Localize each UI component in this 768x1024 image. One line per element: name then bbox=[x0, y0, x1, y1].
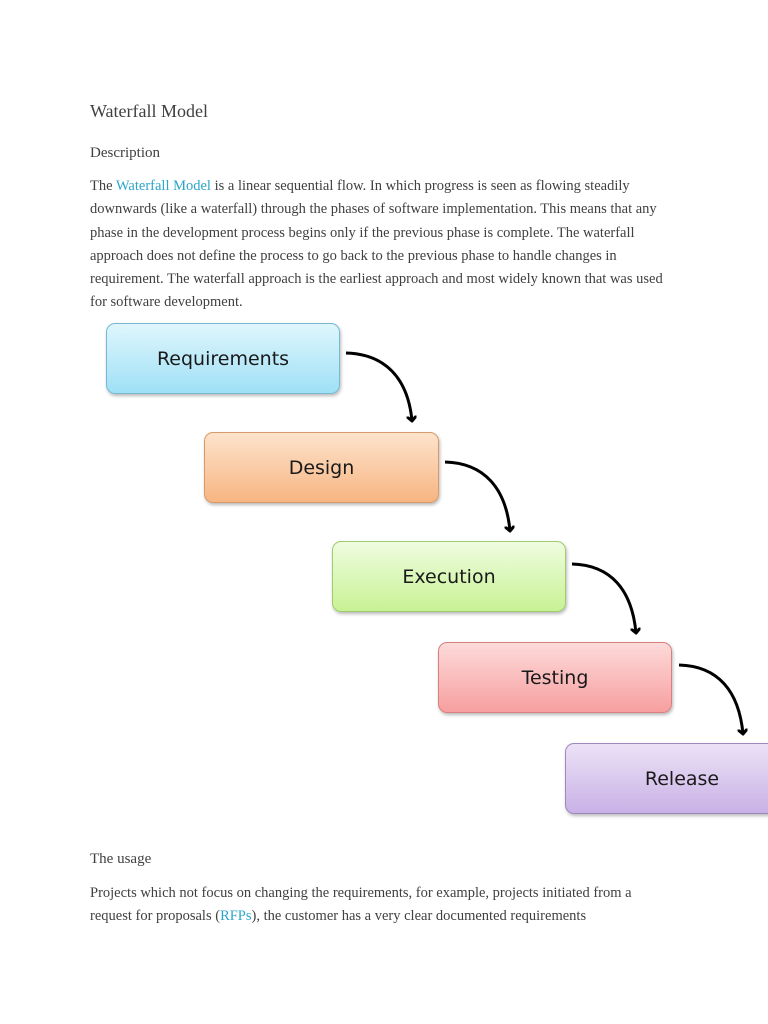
usage-text-start: Projects which not focus on changing the… bbox=[90, 885, 632, 925]
waterfall-model-link[interactable]: Waterfall Model bbox=[115, 178, 211, 194]
step-testing: Testing bbox=[438, 642, 672, 713]
step-label: Testing bbox=[521, 666, 589, 689]
description-heading: Description bbox=[90, 145, 160, 161]
step-label: Release bbox=[644, 767, 720, 790]
step-release: Release bbox=[565, 743, 768, 814]
flow-arrows bbox=[345, 351, 768, 824]
flow-arrow-4 bbox=[678, 663, 743, 734]
step-label: Design bbox=[288, 456, 355, 479]
step-requirements: Requirements bbox=[106, 323, 340, 394]
step-label: Execution bbox=[402, 565, 496, 588]
document-title: Waterfall Model bbox=[90, 101, 209, 121]
step-label: Requirements bbox=[156, 347, 290, 370]
description-text-rest: is a linear sequential flow. In which pr… bbox=[90, 178, 663, 311]
step-design: Design bbox=[204, 432, 439, 503]
usage-heading: The usage bbox=[90, 851, 152, 867]
usage-text-rest: ), the customer has a very clear documen… bbox=[251, 908, 587, 925]
flow-arrow-3 bbox=[571, 562, 636, 633]
flow-arrow-1 bbox=[345, 351, 412, 421]
description-text-start: The bbox=[90, 178, 116, 194]
rfps-link[interactable]: RFPs bbox=[220, 908, 252, 925]
usage-paragraph: Projects which not focus on changing the… bbox=[90, 882, 670, 929]
step-execution: Execution bbox=[332, 541, 566, 612]
waterfall-diagram: Requirements Design Execution Testing Re… bbox=[0, 318, 768, 824]
flow-arrow-2 bbox=[444, 460, 510, 531]
description-paragraph: The Waterfall Model is a linear sequenti… bbox=[90, 175, 680, 315]
